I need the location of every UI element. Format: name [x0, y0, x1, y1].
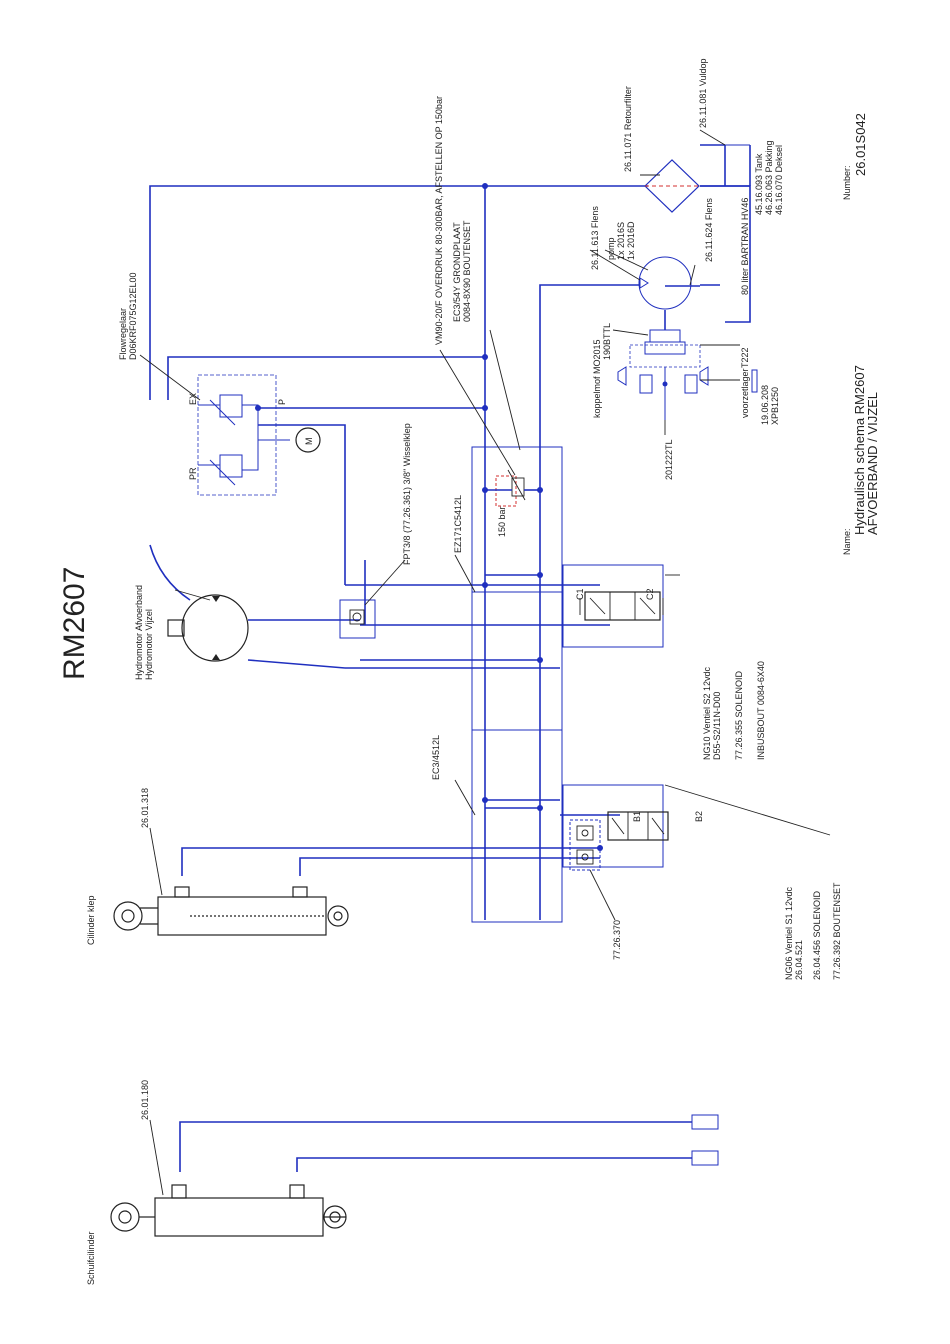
label-ec3-4512: EC3/4512L	[431, 735, 441, 780]
name-label: Name:	[842, 528, 852, 555]
port-b2: B2	[694, 811, 704, 822]
label-check-nr: 77.26.370	[612, 920, 622, 960]
label-ng06-2: 26.04.521	[794, 940, 804, 980]
label-t222: T222	[740, 347, 750, 368]
label-cilinder-klep: Cilinder klep	[86, 895, 96, 945]
label-xpb-2: XPB1250	[770, 387, 780, 425]
return-filter	[644, 159, 700, 213]
label-flowregelaar-2: D06KRF075G12EL00	[128, 272, 138, 360]
port-pr: PR	[188, 467, 198, 480]
shuttle-valve	[339, 599, 376, 639]
number-label: Number:	[842, 165, 852, 200]
ng06-valve: B1 B2	[562, 784, 704, 871]
label-koppel-1: koppelmof MO2015	[592, 339, 602, 418]
port-b1: B1	[632, 811, 642, 822]
label-ec3-grond-1: EC3/54Y GRONDPLAAT	[452, 222, 462, 322]
component-labels: Schuifcilinder 26.01.180 Cilinder klep 2…	[86, 58, 842, 1285]
schuifcilinder	[110, 1184, 347, 1237]
label-ng06-sol: 26.04.456 SOLENOID	[812, 890, 822, 980]
port-c2: C2	[645, 588, 655, 600]
label-hydromotor-2: Hydromotor Vijzel	[144, 609, 154, 680]
label-tank-3: 46.16.070 Deksel	[774, 145, 784, 215]
label-pomp-1: pomp	[606, 237, 616, 260]
pump	[638, 256, 692, 310]
drawing-number: 26.01S042	[853, 113, 868, 176]
label-schuifcilinder: Schuifcilinder	[86, 1231, 96, 1285]
port-ex: EX	[188, 393, 198, 405]
label-voorzet: voorzetlager	[740, 368, 750, 418]
label-pomp-2: 1x 2016S	[616, 222, 626, 260]
label-hydromotor-1: Hydromotor Afvoerband	[134, 585, 144, 680]
label-fpt: FPT3/8 (77.26.361) 3/8" Wisselklep	[402, 423, 412, 565]
label-vm90: VM90-20/F OVERDRUK 80-300BAR, AFSTELLEN …	[434, 96, 444, 345]
coupling	[617, 329, 758, 420]
label-flowregelaar-1: Flowregelaar	[118, 308, 128, 360]
label-flens-1: 26.11.613 Flens	[590, 206, 600, 270]
label-koppel-2: 190BTTL	[602, 323, 612, 360]
hydromotor	[167, 594, 249, 662]
label-tank-2: 46.26.063 Pakking	[764, 140, 774, 215]
label-xpb-1: 19.06.208	[760, 385, 770, 425]
label-201222tl: 201222TL	[664, 439, 674, 480]
pipe-network	[149, 144, 751, 1172]
label-ng10-sol: 77.26.355 SOLENOID	[734, 670, 744, 760]
drawing-title: RM2607	[58, 567, 91, 680]
junction-dots	[255, 183, 603, 851]
label-ng10-1: NG10 Ventiel S2 12vdc	[702, 666, 712, 760]
name-line-2: AFVOERBAND / VIJZEL	[865, 392, 880, 535]
label-ng10-bolt: INBUSBOUT 0084-6X40	[756, 661, 766, 760]
label-cilinder-nr: 26.01.318	[140, 788, 150, 828]
flow-regulator: M PR EX P	[188, 374, 321, 496]
label-ng06-bolt: 77.26.392 BOUTENSET	[832, 882, 842, 980]
label-schuif-nr: 26.01.180	[140, 1080, 150, 1120]
label-pomp-3: 1x 2016D	[626, 221, 636, 260]
label-flens-2: 26.11.624 Flens	[704, 198, 714, 262]
label-retourfilter: 26.11.071 Retourfilter	[623, 86, 633, 172]
leader-lines	[139, 129, 831, 1196]
label-ez171: EZ171C5412L	[453, 495, 463, 553]
label-vuldop: 26.11.081 Vuldop	[698, 58, 708, 128]
label-150bar: 150 bar	[497, 506, 507, 537]
label-ng06-1: NG06 Ventiel S1 12vdc	[784, 886, 794, 980]
motor-symbol	[295, 427, 321, 453]
port-p: P	[277, 399, 287, 405]
motor-label: M	[304, 438, 314, 446]
port-c1: C1	[575, 588, 585, 600]
cilinder-klep	[113, 886, 349, 936]
label-tank-1: 45.16.093 Tank	[754, 153, 764, 215]
label-olie: 80 liter BARTRAN HV46	[740, 198, 750, 295]
ng10-valve: C1 C2	[562, 564, 664, 648]
label-ng10-2: D55-S2/11N-D00	[712, 692, 722, 760]
label-ec3-grond-2: 0084-8X90 BOUTENSET	[462, 220, 472, 322]
relief-valve	[485, 469, 540, 507]
name-line-1: Hydraulisch schema RM2607	[852, 365, 867, 535]
title-block: Name: Hydraulisch schema RM2607 AFVOERBA…	[842, 113, 880, 555]
